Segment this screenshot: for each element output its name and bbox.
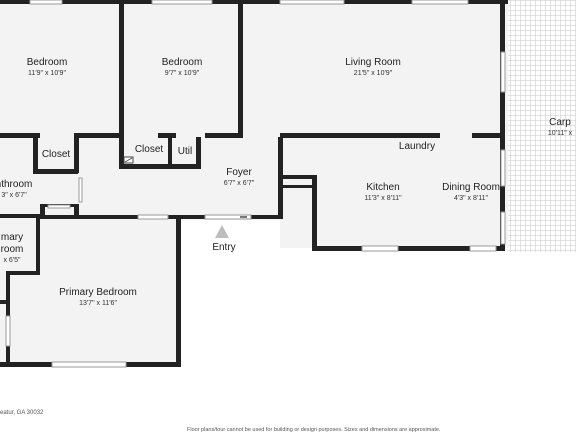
primary-bathroom-label: mary room x 6'5" <box>1 232 24 265</box>
foyer-label: Foyer 6'7" x 6'7" <box>224 167 255 188</box>
disclaimer-text: Floor plans/tour cannot be used for buil… <box>187 427 441 433</box>
dining-room-label: Dining Room 4'3" x 8'11" <box>442 182 500 203</box>
bedroom-1-dim: 11'9" x 10'9" <box>28 70 66 77</box>
primary-bedroom-dim: 13'7" x 11'6" <box>79 300 117 307</box>
carport-dim: 10'11" x <box>547 130 573 137</box>
living-room-label: Living Room 21'5" x 10'9" <box>345 57 401 78</box>
closet-2-name: Closet <box>134 144 164 155</box>
carport-area <box>508 0 576 252</box>
entry-label[interactable]: Entry <box>212 242 235 253</box>
foyer-name: Foyer <box>226 167 252 178</box>
carport-name: Carp <box>549 117 571 128</box>
primary-bathroom-dim: x 6'5" <box>3 257 21 264</box>
primary-bedroom-name: Primary Bedroom <box>59 287 137 298</box>
entry-arrow-icon <box>215 225 229 238</box>
bedroom-1-name: Bedroom <box>26 57 68 68</box>
laundry-label: Laundry <box>399 141 435 152</box>
bathroom-name: nthroom <box>0 179 33 190</box>
utility-name: Util <box>177 146 193 157</box>
primary-bathroom-name-1: mary <box>0 232 24 243</box>
windows <box>5 0 506 368</box>
closet-1-name: Closet <box>41 149 71 160</box>
bedroom-2-label: Bedroom 9'7" x 10'9" <box>162 57 203 78</box>
living-room-name: Living Room <box>345 57 401 68</box>
bedroom-1-label: Bedroom 11'9" x 10'9" <box>27 57 68 78</box>
bedroom-2-dim: 9'7" x 10'9" <box>164 70 200 77</box>
closet-1-label: Closet <box>42 149 70 160</box>
dining-room-name: Dining Room <box>442 182 500 193</box>
dining-room-dim: 4'3" x 8'11" <box>454 195 488 202</box>
address-text: eatur, GA 30032 <box>0 410 44 416</box>
bedroom-2-name: Bedroom <box>161 57 203 68</box>
carport-label: Carp 10'11" x <box>548 117 572 138</box>
primary-bedroom-label: Primary Bedroom 13'7" x 11'6" <box>59 287 137 308</box>
utility-label: Util <box>178 146 192 157</box>
foyer-dim: 6'7" x 6'7" <box>223 180 255 187</box>
bathroom-label: nthroom 3" x 6'7" <box>0 179 32 200</box>
laundry-name: Laundry <box>398 141 436 152</box>
living-room-dim: 21'5" x 10'9" <box>353 70 393 77</box>
bathroom-dim: 3" x 6'7" <box>1 192 27 199</box>
primary-bathroom-name-2: room <box>0 244 24 255</box>
closet-2-label: Closet <box>135 144 163 155</box>
floor-fill <box>0 0 508 364</box>
kitchen-dim: 11'3" x 8'11" <box>364 195 402 202</box>
kitchen-name: Kitchen <box>366 182 400 193</box>
entry-text: Entry <box>212 242 236 253</box>
entry-door[interactable] <box>204 214 252 220</box>
kitchen-label: Kitchen 11'3" x 8'11" <box>364 182 401 203</box>
